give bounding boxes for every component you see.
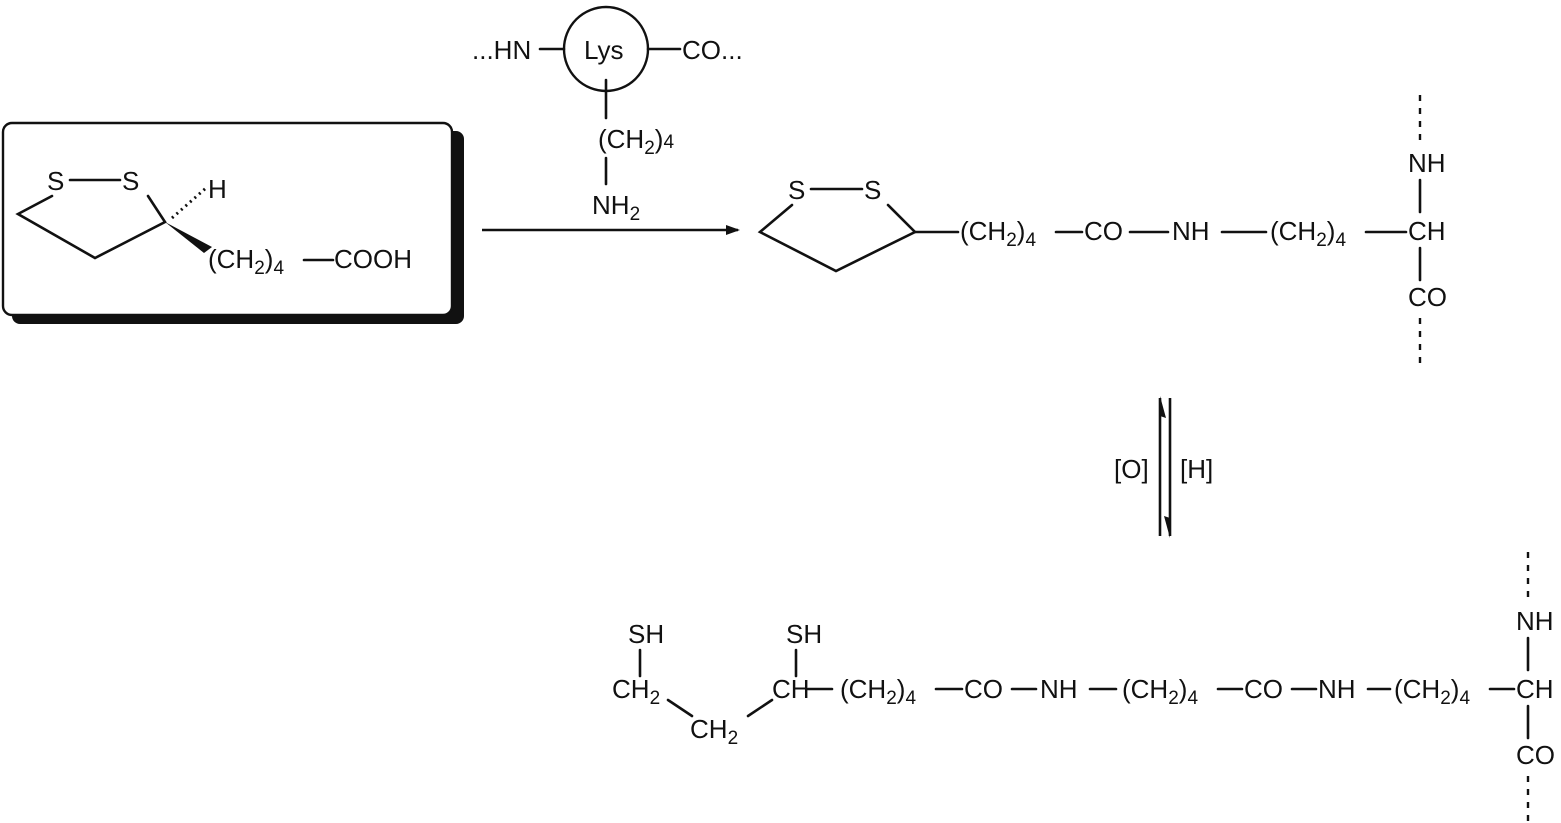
- sulfur-atom-2: S: [864, 175, 881, 205]
- oxidation-half-arrowhead: [1160, 396, 1166, 418]
- lipoic-chain-label: (CH2)4: [208, 244, 284, 279]
- amide-nh: NH: [1172, 216, 1210, 246]
- methylene-bond-1: [666, 698, 694, 718]
- dithiolane-ring-bonds: [15, 194, 167, 260]
- lysine-residue-structure: ...HN Lys CO... (CH2)4 NH2: [472, 5, 743, 225]
- lipoamide-structure: S S (CH2)4 CO NH (CH2)4 NH CH CO: [757, 95, 1447, 368]
- amide-carbonyl: CO: [1084, 216, 1123, 246]
- stereo-hash-bond: [171, 186, 207, 220]
- carboxyl-group: COOH: [334, 244, 412, 274]
- lipoic-acid-structure: S S H (CH2)4 COOH: [1, 121, 464, 324]
- highlight-box: [1, 121, 454, 317]
- sulfur-atom-2: S: [122, 166, 139, 196]
- dihydrolipoamide-structure: SH CH2 CH2 SH CH (CH2)4 CO NH (CH2)4 CO …: [612, 552, 1555, 822]
- lipoamide-chain-2: (CH2)4: [1270, 216, 1346, 251]
- backbone-co: CO: [1408, 282, 1447, 312]
- backbone-alpha-ch: CH: [1408, 216, 1446, 246]
- stereo-hydrogen: H: [208, 174, 227, 204]
- reduced-chain-3: (CH2)4: [1394, 674, 1470, 709]
- reduced-chain-2: (CH2)4: [1122, 674, 1198, 709]
- backbone-nh: NH: [1408, 148, 1446, 178]
- lysine-sidechain-chain: (CH2)4: [598, 124, 674, 159]
- methylene-1: CH2: [612, 674, 660, 709]
- amide-nh-1: NH: [1040, 674, 1078, 704]
- reduction-label: [H]: [1180, 454, 1213, 484]
- amide-carbonyl-1: CO: [964, 674, 1003, 704]
- sulfur-atom-1: S: [788, 175, 805, 205]
- lysine-backbone-co: CO...: [682, 35, 743, 65]
- backbone-co: CO: [1516, 740, 1555, 770]
- amide-nh-2: NH: [1318, 674, 1356, 704]
- oxidation-label: [O]: [1114, 454, 1149, 484]
- methylene-bond-2: [746, 698, 774, 718]
- thiol-group-2: SH: [786, 619, 822, 649]
- lysine-amino-group: NH2: [592, 190, 640, 225]
- thiol-group-1: SH: [628, 619, 664, 649]
- sulfur-atom-1: S: [47, 166, 64, 196]
- lysine-label: Lys: [584, 35, 624, 65]
- lipoamide-chain-1: (CH2)4: [960, 216, 1036, 251]
- stereo-wedge-bond: [165, 222, 212, 253]
- amide-carbonyl-2: CO: [1244, 674, 1283, 704]
- reduction-half-arrowhead: [1164, 516, 1170, 538]
- backbone-nh: NH: [1516, 606, 1554, 636]
- reduced-chain-1: (CH2)4: [840, 674, 916, 709]
- lysine-backbone-nh: ...HN: [472, 35, 531, 65]
- redox-equilibrium: [O] [H]: [1114, 396, 1213, 538]
- methine-ch: CH: [772, 674, 810, 704]
- dithiolane-ring-bonds: [757, 203, 918, 273]
- methylene-2: CH2: [690, 714, 738, 749]
- backbone-alpha-ch: CH: [1516, 674, 1554, 704]
